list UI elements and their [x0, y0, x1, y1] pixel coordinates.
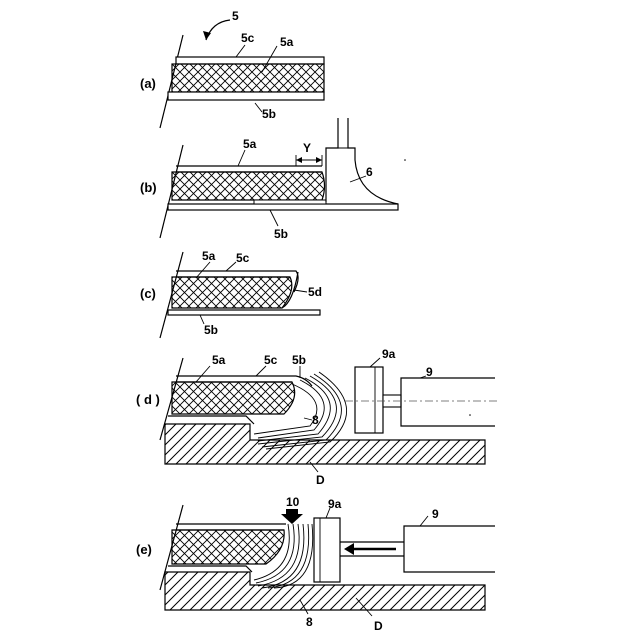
panel-b-label: (b) [140, 180, 157, 195]
label-d-0: 5a [212, 353, 226, 367]
label-b-2: 6 [366, 165, 373, 179]
panel-c-label: (c) [140, 286, 156, 301]
label-e-3: 8 [306, 615, 313, 629]
label-a-1: 5a [280, 35, 294, 49]
core-5a [172, 382, 295, 414]
die-D [165, 424, 485, 464]
panel-d-label: ( d ) [136, 392, 160, 407]
label-d-5: 8 [312, 413, 319, 427]
label-c-3: 5b [204, 323, 218, 337]
panel-c: 5a 5c 5d 5b (c) [140, 249, 322, 338]
label-a-2: 5b [262, 107, 276, 121]
panel-a: 5 5c 5a 5b (a) [140, 9, 324, 128]
layer-5c [176, 57, 324, 64]
ref-5: 5 [232, 9, 239, 23]
panel-a-label: (a) [140, 76, 156, 91]
label-b-3: 5b [274, 227, 288, 241]
label-c-0: 5a [202, 249, 216, 263]
layer-5b [168, 310, 320, 315]
layer-5b [168, 204, 398, 210]
panel-e-label: (e) [136, 542, 152, 557]
label-a-0: 5c [241, 31, 255, 45]
core-5a [172, 172, 325, 200]
label-d-1: 5c [264, 353, 278, 367]
arrow-left-icon [344, 543, 354, 555]
panel-e: 10 9a 9 8 D (e) [136, 495, 495, 633]
plate-9a [355, 367, 383, 433]
label-c-1: 5c [236, 251, 250, 265]
label-e-4: D [374, 619, 383, 633]
panel-d: 5a 5c 5b 9a 9 8 D ( d ) [136, 347, 498, 487]
label-e-2: 9 [432, 507, 439, 521]
core-5a [172, 530, 284, 564]
label-c-2: 5d [308, 285, 322, 299]
label-d-6: D [316, 473, 325, 487]
press-arrow-icon [281, 509, 303, 524]
label-d-4: 9 [426, 365, 433, 379]
label-e-1: 9a [328, 497, 342, 511]
label-e-0: 10 [286, 495, 300, 509]
label-b-0: 5a [243, 137, 257, 151]
core-5a [172, 277, 292, 308]
layer-5b [168, 92, 324, 100]
core-5a [172, 64, 324, 92]
label-d-2: 5b [292, 353, 306, 367]
plate-9a [314, 518, 340, 582]
label-d-3: 9a [382, 347, 396, 361]
label-b-1: Y [303, 141, 311, 155]
panel-b: 5a Y 6 5b (b) [140, 118, 406, 241]
